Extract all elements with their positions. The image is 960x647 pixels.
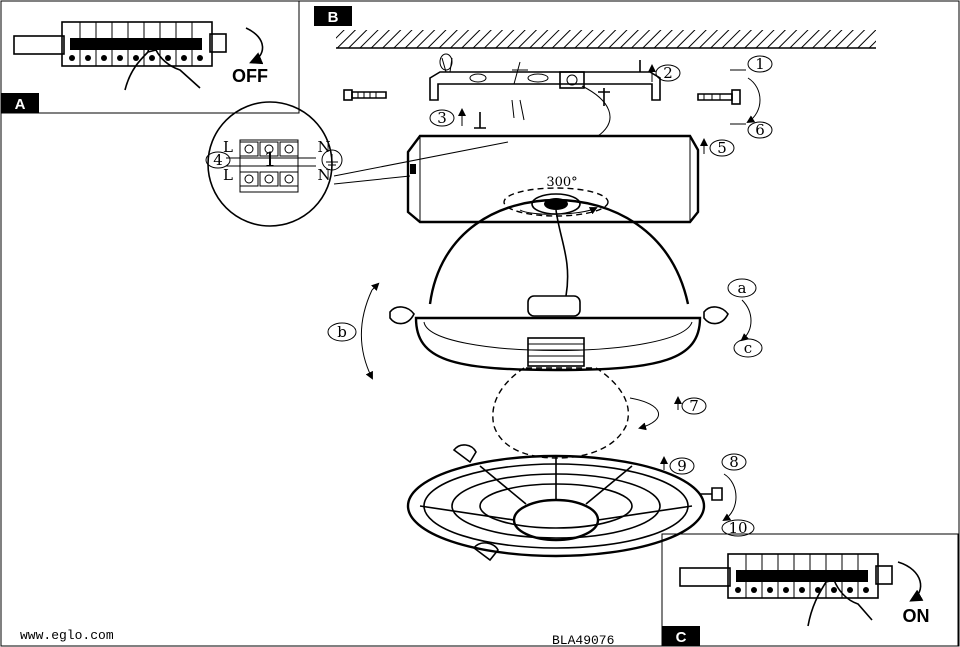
rotation-arrow-icon bbox=[897, 561, 924, 602]
breaker-switch-icon bbox=[679, 553, 893, 599]
rotation-arrow-icon bbox=[245, 27, 264, 65]
screw-icon bbox=[343, 89, 387, 101]
svg-text:1: 1 bbox=[755, 55, 765, 73]
hand-icon bbox=[124, 40, 201, 91]
svg-text:b: b bbox=[337, 323, 347, 341]
svg-text:a: a bbox=[738, 279, 747, 297]
knob-arrow-ac: a c bbox=[727, 278, 763, 358]
step-7: 7 bbox=[629, 396, 707, 431]
model-number: BLA49076 bbox=[552, 633, 614, 647]
step-3: 3 bbox=[429, 108, 466, 127]
wiring-step-4: 4 bbox=[213, 151, 223, 169]
wire-n-bottom: N bbox=[317, 166, 330, 184]
step-2: 2 bbox=[648, 64, 681, 82]
panel-c: C ON bbox=[661, 533, 959, 647]
mounting-bracket bbox=[429, 53, 661, 101]
ground-icon bbox=[321, 149, 343, 171]
screw-icon bbox=[474, 112, 486, 129]
panel-a-label: A bbox=[15, 96, 26, 113]
svg-text:5: 5 bbox=[717, 139, 727, 157]
svg-text:3: 3 bbox=[437, 109, 447, 127]
wire-l-bottom: L bbox=[223, 166, 233, 184]
bulb bbox=[492, 337, 629, 459]
svg-text:9: 9 bbox=[677, 457, 687, 475]
svg-text:8: 8 bbox=[729, 453, 739, 471]
ceiling bbox=[336, 30, 876, 48]
off-label: OFF bbox=[232, 66, 268, 86]
svg-text:2: 2 bbox=[663, 64, 673, 82]
earth-wire bbox=[581, 85, 611, 137]
rotation-300: 300° bbox=[503, 175, 609, 217]
wire-l-top: L bbox=[223, 138, 233, 156]
svg-text:7: 7 bbox=[689, 397, 699, 415]
wiring-detail: L L N N 4 1 bbox=[205, 101, 509, 227]
svg-text:6: 6 bbox=[755, 121, 765, 139]
step-6: 6 bbox=[747, 121, 773, 139]
screw-icon bbox=[697, 89, 741, 105]
canopy-box bbox=[406, 134, 700, 224]
svg-text:10: 10 bbox=[728, 519, 747, 537]
breaker-switch-icon bbox=[13, 21, 227, 67]
rotation-arrow-icon bbox=[746, 77, 761, 124]
step-9: 9 bbox=[660, 456, 695, 475]
cage-guard bbox=[406, 444, 706, 562]
panel-b-label: B bbox=[328, 9, 339, 26]
panel-c-label-box bbox=[662, 626, 700, 646]
svg-text:c: c bbox=[744, 339, 752, 357]
screw-icon bbox=[598, 88, 610, 106]
step-5: 5 bbox=[700, 138, 735, 157]
panel-a-label-box bbox=[1, 93, 39, 113]
rotation-angle: 300° bbox=[546, 175, 577, 190]
supply-wires bbox=[511, 99, 525, 121]
panel-b-label-box bbox=[314, 6, 352, 26]
step-1: 1 bbox=[747, 55, 773, 73]
panel-a: A OFF bbox=[0, 0, 300, 114]
panel-c-label: C bbox=[676, 629, 687, 646]
step-8-10: 8 10 bbox=[700, 453, 755, 537]
tilt-arrow-b: b bbox=[327, 282, 380, 380]
website-text: www.eglo.com bbox=[20, 628, 114, 643]
wiring-step-1: 1 bbox=[264, 147, 277, 171]
on-label: ON bbox=[903, 606, 930, 626]
hand-icon bbox=[807, 571, 873, 627]
